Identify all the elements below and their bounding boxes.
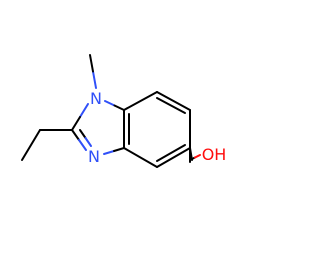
bond-c7a-c7 — [123, 91, 158, 111]
nitrogen-3-label: N — [88, 147, 100, 166]
bond-n1-c2-b — [71, 116, 81, 131]
bond-c2-n3-inner-b — [84, 137, 92, 147]
bond-c5-ch2-b — [189, 147, 193, 161]
structure-diagram: N N OH — [21, 54, 227, 168]
bond-n1-c7a-a — [104, 100, 116, 107]
bond-n1-methyl-b — [89, 54, 94, 73]
bonds — [21, 54, 201, 168]
bond-n3-c3a-a — [103, 150, 115, 155]
bond-c2-n3-a — [71, 129, 80, 141]
bond-n1-methyl-a — [92, 70, 97, 89]
hydroxyl-label: OH — [202, 145, 227, 164]
bond-c2-n3-inner-a — [79, 129, 87, 139]
bond-n1-c2-a — [79, 103, 89, 118]
bond-ch2-o-b — [194, 154, 201, 159]
bond-c7-c6-inner — [156, 97, 186, 114]
bond-n3-c3a-b — [113, 147, 125, 152]
bond-c2-n3-b — [78, 139, 87, 151]
nitrogen-1-label: N — [90, 89, 102, 108]
bond-ch2-ch3 — [21, 129, 41, 161]
bond-c5-c4 — [156, 147, 191, 168]
bond-c4-c3a — [123, 147, 158, 168]
bond-c5-c4-inner — [156, 144, 186, 162]
bond-c7-c6 — [156, 91, 191, 111]
bond-n1-c7a-b — [113, 104, 125, 111]
molecule-canvas: N N OH — [21, 54, 227, 168]
